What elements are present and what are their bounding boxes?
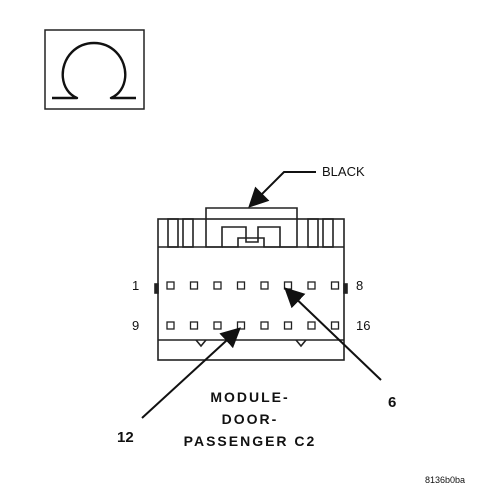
color-label-leader [248, 171, 316, 208]
cavity-grid [166, 281, 340, 330]
callout-arrow-12 [141, 327, 241, 419]
pin-label-8: 8 [356, 278, 363, 293]
pin-label-16: 16 [356, 318, 370, 333]
view-symbol [44, 29, 145, 110]
callout-arrow-6 [284, 287, 382, 381]
pin-cavity-8 [330, 281, 340, 290]
connector-caption-line-1: MODULE- [210, 389, 289, 405]
pin-cavity-9 [166, 321, 175, 330]
pin-cavity-14 [283, 321, 293, 330]
pin-cavity-16 [330, 321, 340, 330]
pin-cavity-10 [189, 321, 199, 330]
callout-label-6: 6 [388, 394, 396, 411]
pin-cavity-5 [260, 281, 269, 290]
callout-label-12: 12 [117, 429, 134, 446]
connector-housing [154, 207, 348, 361]
connector-caption-line-2: DOOR- [222, 411, 279, 427]
pin-cavity-1 [166, 281, 175, 290]
pin-cavity-15 [307, 321, 316, 330]
omega-view-symbol-icon [52, 41, 136, 100]
pin-label-1: 1 [132, 278, 139, 293]
color-label: BLACK [322, 164, 365, 179]
pin-cavity-4 [236, 281, 246, 290]
pin-cavity-13 [260, 321, 269, 330]
connector-caption-line-3: PASSENGER C2 [184, 433, 317, 449]
pin-cavity-11 [213, 321, 222, 330]
pin-cavity-3 [213, 281, 222, 290]
pin-cavity-6 [283, 281, 293, 290]
pin-cavity-2 [189, 281, 199, 290]
pin-label-9: 9 [132, 318, 139, 333]
pin-cavity-7 [307, 281, 316, 290]
pin-cavity-12 [236, 321, 246, 330]
figure-code: 8136b0ba [425, 475, 465, 485]
